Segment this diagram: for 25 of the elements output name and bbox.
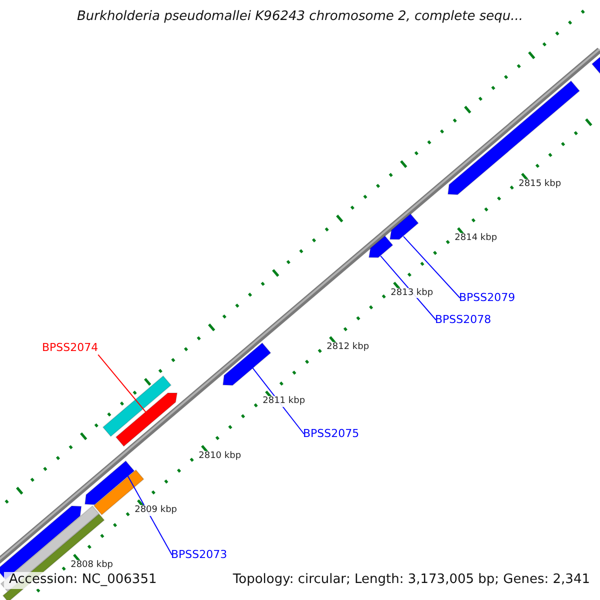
gene-block [369,236,393,258]
scale-label: 2814 kbp [454,233,498,244]
feature-bar [103,376,172,436]
gene-label: BPSS2079 [459,292,516,305]
gene-label: BPSS2073 [171,549,228,562]
scale-label: 2809 kbp [134,505,178,516]
scale-label: 2813 kbp [390,288,434,298]
gene-label: BPSS2075 [303,428,360,441]
scale-label: 2810 kbp [198,450,242,462]
leader-line [98,354,146,413]
leader-line [402,236,460,298]
genome-info-label: Topology: circular; Length: 3,173,005 bp; Genes: 2,341 [230,573,592,588]
scale-label: 2815 kbp [518,178,562,190]
map-title: Burkholderia pseudomallei K96243 chromosome 2, complete sequ... [76,10,524,25]
gene-block [116,393,178,447]
scale-label: 2811 kbp [262,396,306,407]
gene-label: BPSS2078 [435,314,492,327]
gene-block [390,214,419,240]
gene-block [448,81,580,196]
gene-block [222,343,270,386]
leader-line [127,475,172,556]
gene-label: BPSS2074 [42,342,98,355]
scale-label: 2808 kbp [70,560,114,570]
gene-block [84,460,134,504]
scale-label: 2812 kbp [326,342,370,352]
